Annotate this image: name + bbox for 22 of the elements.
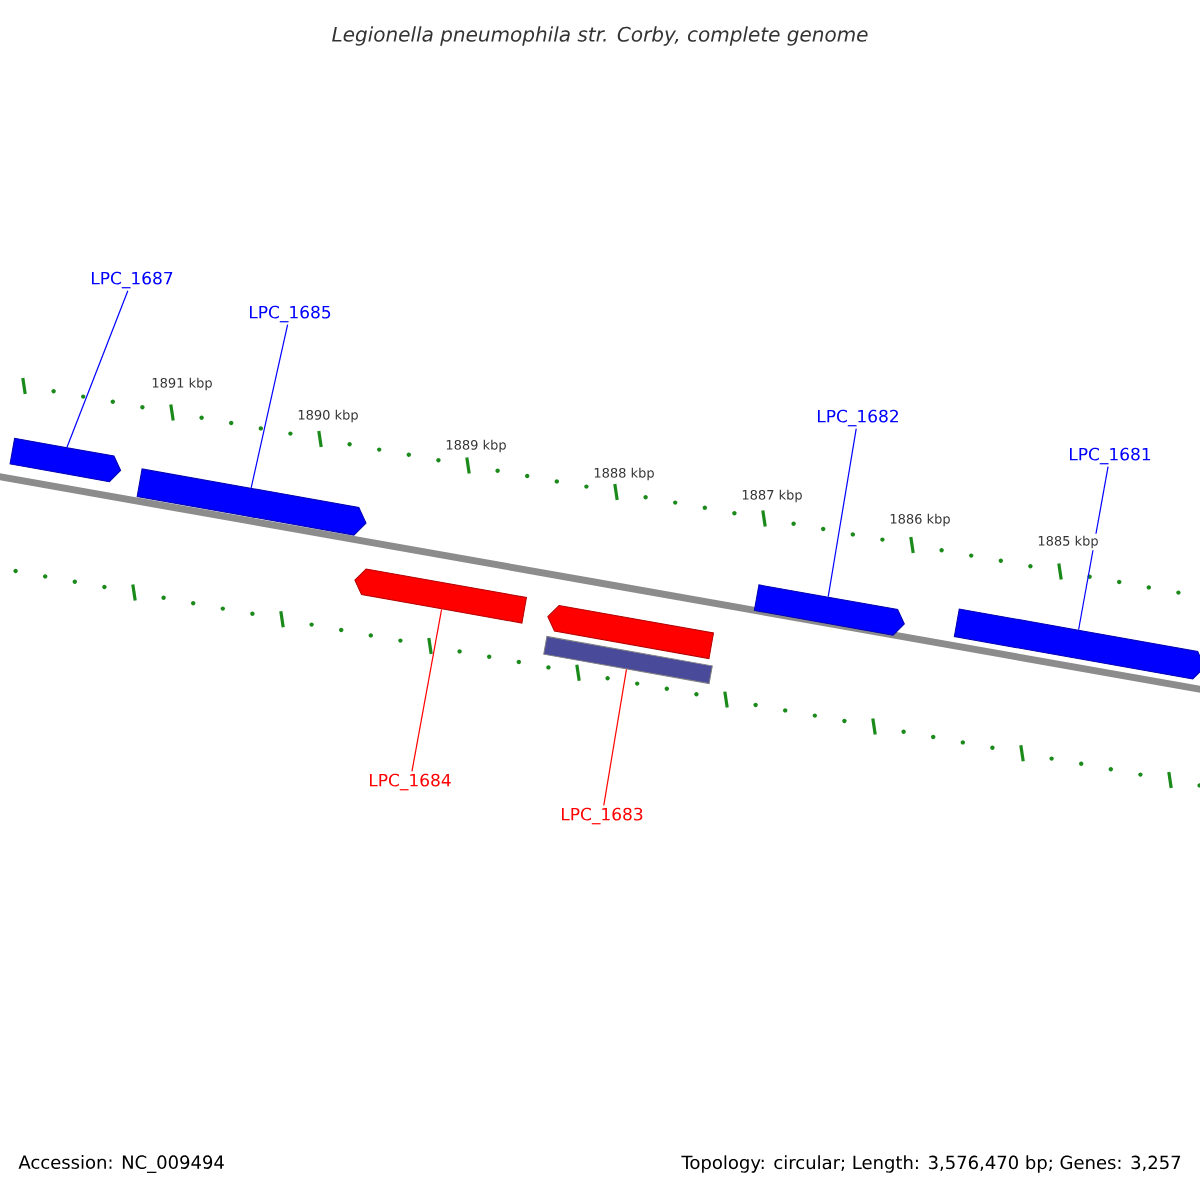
genome-info-text: Topology: circular; Length: 3,576,470 bp; Genes: 3,257 [681, 1155, 1181, 1173]
gene-label: LPC_1685 [250, 305, 331, 323]
leader-line [411, 608, 443, 772]
gene-label: LPC_1681 [1070, 447, 1151, 465]
accession-text: Accession: NC_009494 [18, 1155, 224, 1173]
gene-label: LPC_1683 [562, 807, 643, 825]
gene-label: LPC_1684 [370, 773, 451, 791]
leader-line [603, 668, 628, 806]
title: Legionella pneumophila str. Corby, complete genome [332, 26, 868, 46]
gene-bar [354, 568, 527, 624]
gene-bar [9, 437, 122, 483]
leader-line [66, 290, 129, 448]
gene-bar [543, 635, 713, 685]
gene-bar [753, 584, 905, 636]
gene-bar [953, 608, 1200, 680]
gene-label: LPC_1687 [92, 271, 173, 289]
gene-label: LPC_1682 [818, 409, 898, 427]
leader-line [827, 428, 857, 598]
gene-bar [136, 468, 367, 536]
leader-line [250, 324, 289, 489]
leader-line [1078, 466, 1109, 631]
gene-bar [547, 604, 714, 660]
